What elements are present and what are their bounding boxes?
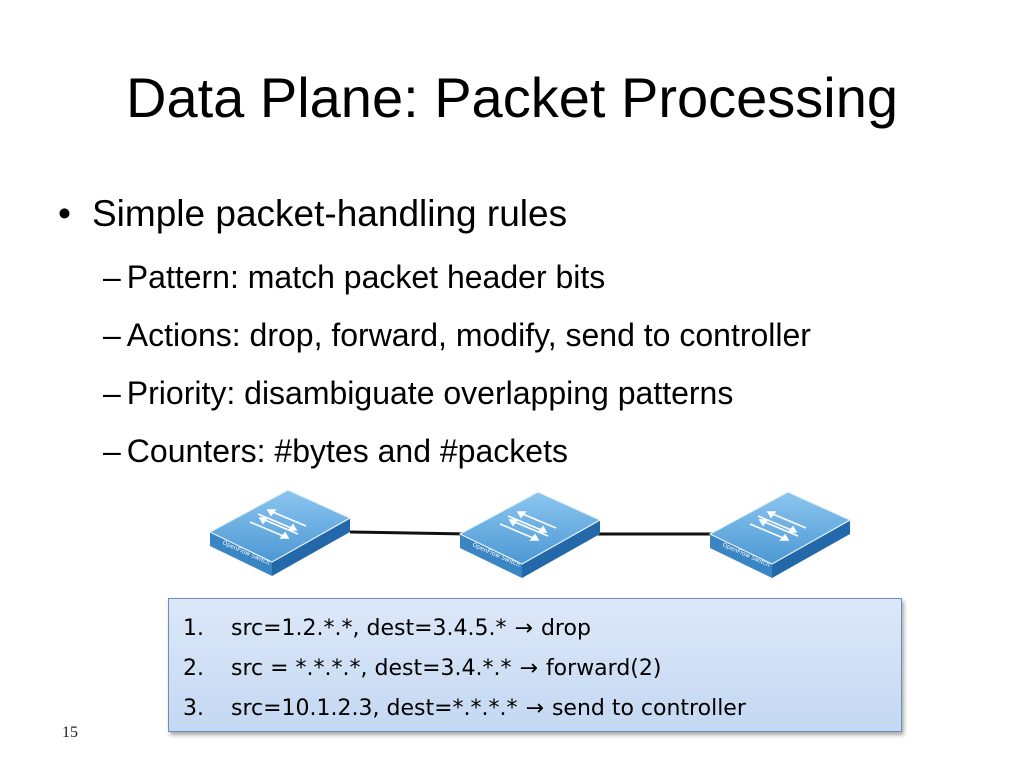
sub-bullet-priority: –Priority: disambiguate overlapping patt…	[103, 364, 811, 422]
rule-match: src=1.2.*.*, dest=3.4.5.*	[231, 616, 507, 641]
sub-bullet-actions: –Actions: drop, forward, modify, send to…	[103, 306, 811, 364]
rule-number: 2.	[183, 656, 204, 681]
rule-action: drop	[540, 616, 591, 641]
main-bullet-text: Simple packet-handling rules	[92, 193, 568, 234]
main-bullet: • Simple packet-handling rules	[58, 188, 567, 240]
sub-bullet-counters: –Counters: #bytes and #packets	[103, 422, 811, 480]
flow-rule: 3. src=10.1.2.3, dest=*.*.*.* → send to …	[183, 689, 901, 729]
rule-match: src=10.1.2.3, dest=*.*.*.*	[231, 696, 518, 721]
sub-bullet-text: Counters: #bytes and #packets	[126, 433, 568, 469]
sub-bullet-text: Pattern: match packet header bits	[126, 259, 606, 295]
sub-bullet-text: Priority: disambiguate overlapping patte…	[126, 375, 734, 411]
bullet-dot: •	[58, 193, 71, 234]
slide-title: Data Plane: Packet Processing	[126, 66, 898, 129]
flow-rules-box: 1. src=1.2.*.*, dest=3.4.5.* → drop 2. s…	[168, 598, 902, 732]
flow-rule: 1. src=1.2.*.*, dest=3.4.5.* → drop	[183, 609, 901, 649]
sub-bullet-text: Actions: drop, forward, modify, send to …	[126, 317, 811, 353]
rule-number: 3.	[183, 696, 204, 721]
openflow-switch-icon: OpenFlow Switch	[709, 491, 851, 578]
right-arrow-icon: →	[525, 696, 544, 721]
sub-bullet-pattern: –Pattern: match packet header bits	[103, 248, 811, 306]
rule-action: forward(2)	[545, 656, 662, 681]
flow-rule: 2. src = *.*.*.*, dest=3.4.*.* → forward…	[183, 649, 901, 689]
rule-number: 1.	[183, 616, 204, 641]
switch-network-diagram: OpenFlow Switch OpenFlow Switch OpenFlow…	[210, 489, 851, 578]
dash: –	[103, 433, 121, 469]
openflow-switch-icon: OpenFlow Switch	[459, 491, 601, 578]
openflow-switch-icon: OpenFlow Switch	[210, 489, 351, 577]
dash: –	[103, 375, 121, 411]
right-arrow-icon: →	[514, 616, 533, 641]
rule-match: src = *.*.*.*, dest=3.4.*.*	[231, 656, 512, 681]
sub-bullet-list: –Pattern: match packet header bits –Acti…	[103, 248, 811, 480]
link-line	[349, 530, 469, 536]
slide-number: 15	[62, 724, 78, 741]
dash: –	[103, 259, 121, 295]
right-arrow-icon: →	[519, 656, 538, 681]
rule-action: send to controller	[551, 696, 746, 721]
dash: –	[103, 317, 121, 353]
